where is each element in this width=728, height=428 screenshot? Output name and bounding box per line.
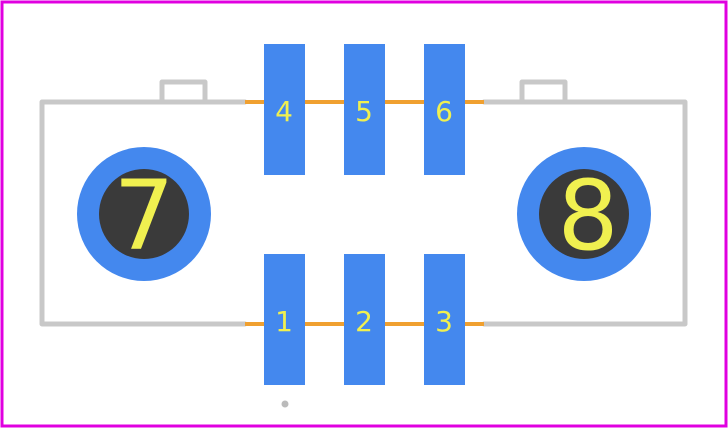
pin1-marker-dot bbox=[281, 400, 289, 408]
drill-hole-7 bbox=[99, 169, 189, 259]
pad-label-8: 8 bbox=[557, 160, 618, 272]
smd-pad-6 bbox=[424, 44, 465, 175]
smd-pad-2 bbox=[344, 254, 385, 385]
smd-pad-labels: 4 5 6 1 2 3 bbox=[275, 95, 453, 338]
through-hole-pad-7: 7 bbox=[77, 147, 211, 281]
pad-label-4: 4 bbox=[275, 95, 293, 128]
through-hole-pad-8: 8 bbox=[517, 147, 651, 281]
drill-hole-8 bbox=[539, 169, 629, 259]
smd-pads bbox=[264, 44, 465, 385]
pad-label-2: 2 bbox=[355, 305, 373, 338]
smd-pad-3 bbox=[424, 254, 465, 385]
smd-pad-4 bbox=[264, 44, 305, 175]
pad-label-7: 7 bbox=[113, 160, 174, 272]
pad-label-6: 6 bbox=[435, 95, 453, 128]
pad-label-5: 5 bbox=[355, 95, 373, 128]
silkscreen-tab-left bbox=[159, 79, 208, 105]
pad-label-3: 3 bbox=[435, 305, 453, 338]
silkscreen-outline bbox=[39, 79, 688, 327]
pad-label-1: 1 bbox=[275, 305, 293, 338]
smd-pad-1 bbox=[264, 254, 305, 385]
silkscreen-top-left bbox=[39, 99, 248, 327]
smd-pad-5 bbox=[344, 44, 385, 175]
silkscreen-tab-right bbox=[519, 79, 568, 105]
silkscreen-top-right bbox=[481, 99, 688, 327]
